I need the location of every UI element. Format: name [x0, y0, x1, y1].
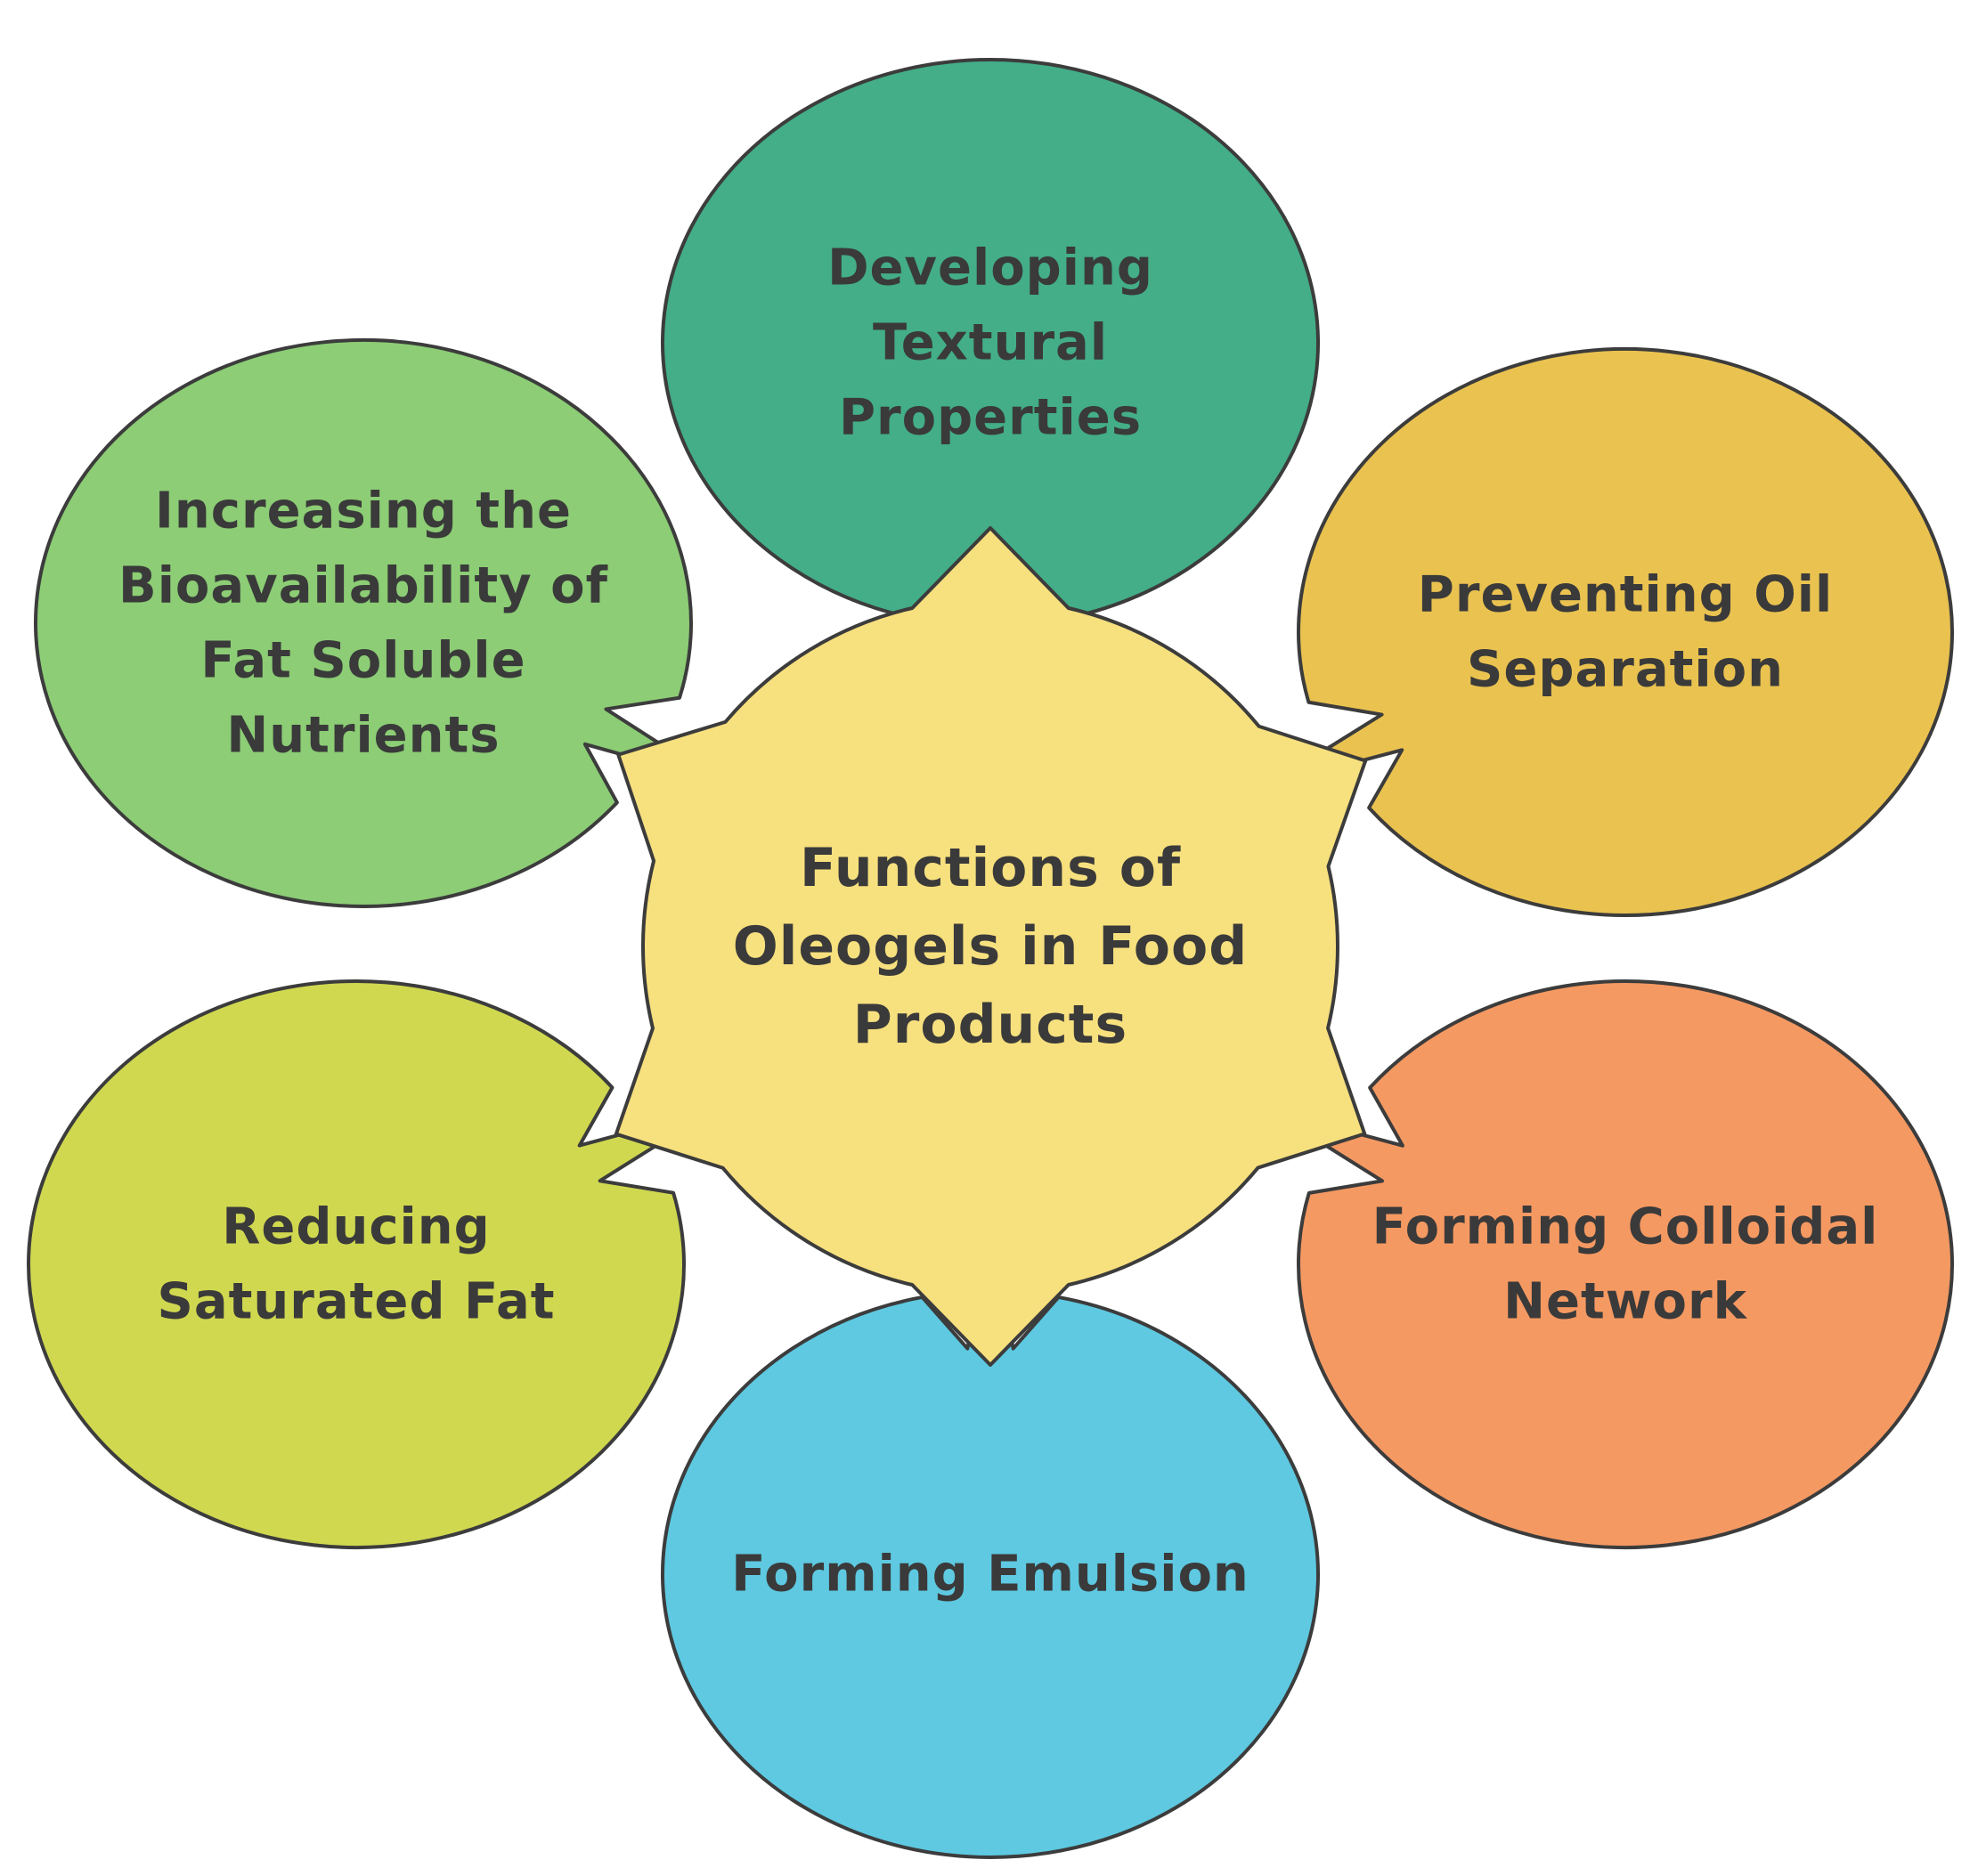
node-bubble: [661, 58, 1320, 690]
node-label-line: Forming Colloidal: [1372, 1198, 1879, 1256]
node-label-line: Properties: [839, 389, 1142, 447]
node-label-line: Forming Emulsion: [731, 1546, 1249, 1604]
node-bubble: [661, 1227, 1320, 1859]
node-label-line: Developing: [827, 240, 1153, 297]
node-label-line: Bioavailability of: [118, 557, 608, 615]
node-bubble: [1266, 979, 1954, 1549]
function-node-forming-emulsion: Forming Emulsion: [661, 1227, 1320, 1859]
node-bubble: [1266, 347, 1954, 917]
node-label-line: Textural: [873, 314, 1108, 372]
center-hub-shape: [614, 526, 1368, 1367]
node-label-line: Network: [1503, 1273, 1747, 1331]
node-label-line: Fat Soluble: [200, 632, 525, 690]
node-label-line: Nutrients: [226, 707, 500, 765]
center-title-line: Oleogels in Food: [733, 915, 1248, 978]
center-title-line: Functions of: [800, 837, 1181, 899]
node-bubble: [27, 979, 716, 1550]
node-label-line: Increasing the: [155, 483, 572, 540]
node-label-line: Preventing Oil: [1418, 566, 1833, 624]
center-title-line: Products: [853, 994, 1127, 1056]
node-label-line: Saturated Fat: [157, 1273, 555, 1331]
node-bubble: [34, 338, 721, 908]
node-label-line: Separation: [1467, 641, 1784, 699]
node-label-line: Reducing: [222, 1198, 490, 1256]
